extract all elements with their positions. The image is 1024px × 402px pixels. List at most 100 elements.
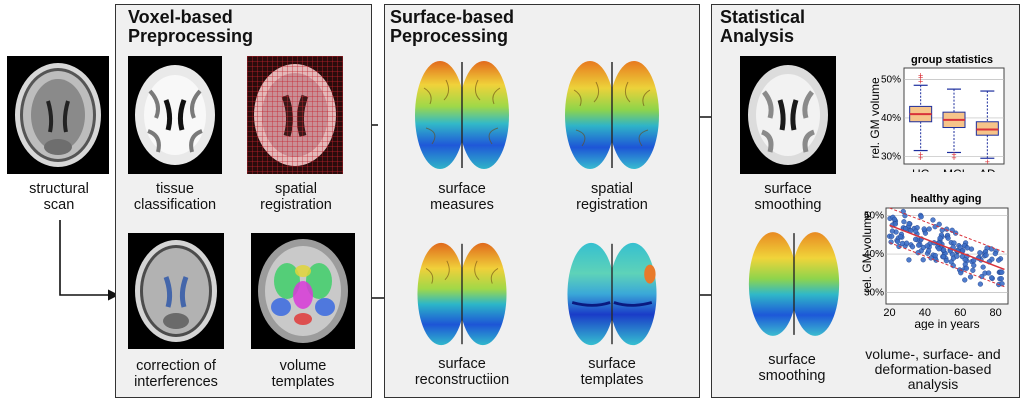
scatter-point [909, 244, 916, 250]
box-outlier: + [918, 71, 923, 81]
scatter-point [912, 236, 919, 242]
box-chart-ylabel: rel. GM volume [868, 77, 882, 159]
scatter-point [889, 228, 895, 234]
scatter-point [922, 230, 929, 236]
scatter-point [936, 221, 942, 227]
box-outlier: + [951, 149, 956, 159]
surface-reconstruction-caption: surface reconstructiion [414, 356, 510, 388]
scatter-point [958, 270, 964, 276]
scatter-point [930, 217, 936, 223]
scatter-ytick-label: 50% [864, 211, 884, 222]
scatter-xtick-label: 60 [954, 307, 966, 319]
box-category-label: MCI [943, 167, 965, 172]
tissue-classification-image [128, 56, 222, 174]
scatter-confidence-band [889, 207, 1005, 253]
scatter-chart-ylabel: rel. GM volume [860, 211, 874, 293]
scatter-point [963, 265, 970, 271]
scatter-point [954, 253, 960, 259]
scatter-point [980, 264, 986, 270]
volume-templates-image [251, 233, 355, 349]
scatter-xtick-label: 40 [919, 307, 931, 319]
surface-measures-caption: surface measures [430, 181, 494, 213]
surface-smoothing-brain [748, 232, 840, 336]
scatter-point [921, 226, 927, 232]
scatter-point [941, 247, 947, 253]
scatter-ytick-label: 30% [864, 287, 884, 298]
scatter-point [971, 262, 977, 269]
scatter-fit-line [889, 224, 1005, 271]
box-outlier: + [918, 73, 923, 83]
scatter-point [943, 258, 949, 264]
spatial-registration-voxel-caption: spatial registration [260, 181, 332, 213]
tissue-classification-caption: tissue classification [133, 181, 217, 213]
scatter-point [998, 276, 1004, 282]
scatter-point [986, 270, 992, 276]
surface-reconstruction-brain [417, 242, 507, 346]
box-ytick-label: 50% [881, 75, 901, 86]
surface-based-title: Surface-based Peprocessing [390, 7, 515, 46]
scatter-point [962, 256, 968, 263]
box-ytick-label: 40% [881, 113, 901, 124]
scatter-point [898, 234, 904, 240]
scatter-confidence-band [889, 242, 1005, 288]
volume-templates-caption: volume templates [271, 358, 335, 390]
scatter-point [918, 214, 924, 220]
voxel-based-title: Voxel-based Preprocessing [128, 7, 254, 46]
box-ytick-label: 30% [881, 151, 901, 162]
scatter-point [996, 257, 1002, 263]
box-outlier: + [985, 157, 990, 167]
scatter-ytick-label: 40% [864, 249, 884, 260]
healthy-aging-scatter-chart: healthy aging rel. GM volume 30%40%50% 2… [860, 193, 1009, 330]
scatter-point [906, 257, 912, 263]
scatter-point [906, 221, 912, 227]
spatial-registration-grid-image [247, 56, 343, 174]
box-chart-title: group statistics [911, 54, 993, 66]
correction-of-interferences-caption: correction of interferences [134, 358, 218, 390]
scatter-point [944, 226, 950, 232]
scatter-chart-xlabel: age in years [914, 317, 979, 330]
scatter-point [924, 243, 930, 249]
structural-scan-image [7, 56, 109, 174]
surface-measures-brain [415, 61, 509, 169]
scatter-point [937, 235, 943, 241]
structural-scan-caption: structural scan [29, 181, 89, 213]
correction-of-interferences-image [128, 233, 224, 349]
scatter-point [951, 240, 957, 246]
group-statistics-box-chart: group statistics rel. GM volume 30% 40% 50… [868, 54, 1005, 172]
box-category-label: AD [979, 167, 996, 172]
surface-templates-caption: surface templates [580, 356, 644, 388]
scatter-point [936, 246, 942, 252]
scatter-point [962, 277, 968, 283]
scatter-point [967, 274, 974, 280]
scatter-point [889, 233, 895, 239]
scatter-point [940, 254, 947, 260]
box-outlier: + [918, 153, 923, 163]
scatter-point [977, 250, 983, 256]
scatter-point [892, 221, 898, 227]
scatter-xtick-label: 80 [989, 307, 1001, 319]
scatter-point [900, 208, 906, 215]
surface-templates-brain [567, 242, 657, 346]
surface-smoothing-volume-image [740, 56, 836, 174]
scatter-point [901, 219, 907, 225]
scatter-point [970, 267, 976, 273]
scatter-point [891, 216, 898, 222]
surface-smoothing-caption-2: surface smoothing [758, 352, 826, 384]
scatter-chart-title: healthy aging [911, 193, 982, 205]
scatter-point [988, 246, 995, 252]
box-outlier: + [918, 149, 923, 159]
scatter-point [992, 250, 998, 257]
surface-spatial-registration-brain [565, 61, 659, 169]
scatter-point [964, 245, 970, 251]
scatter-point [913, 228, 919, 234]
statistical-analysis-title: Statistical Analysis [720, 7, 806, 46]
scatter-point [903, 240, 910, 246]
scatter-point [916, 242, 922, 248]
scatter-point [983, 252, 989, 258]
scatter-point [920, 257, 926, 263]
box-category-label: HC [912, 167, 930, 172]
analysis-summary-text: volume-, surface- and deformation-based … [865, 346, 1001, 392]
scatter-point [999, 269, 1005, 275]
box-outlier: + [918, 76, 923, 86]
scatter-point [977, 281, 983, 287]
